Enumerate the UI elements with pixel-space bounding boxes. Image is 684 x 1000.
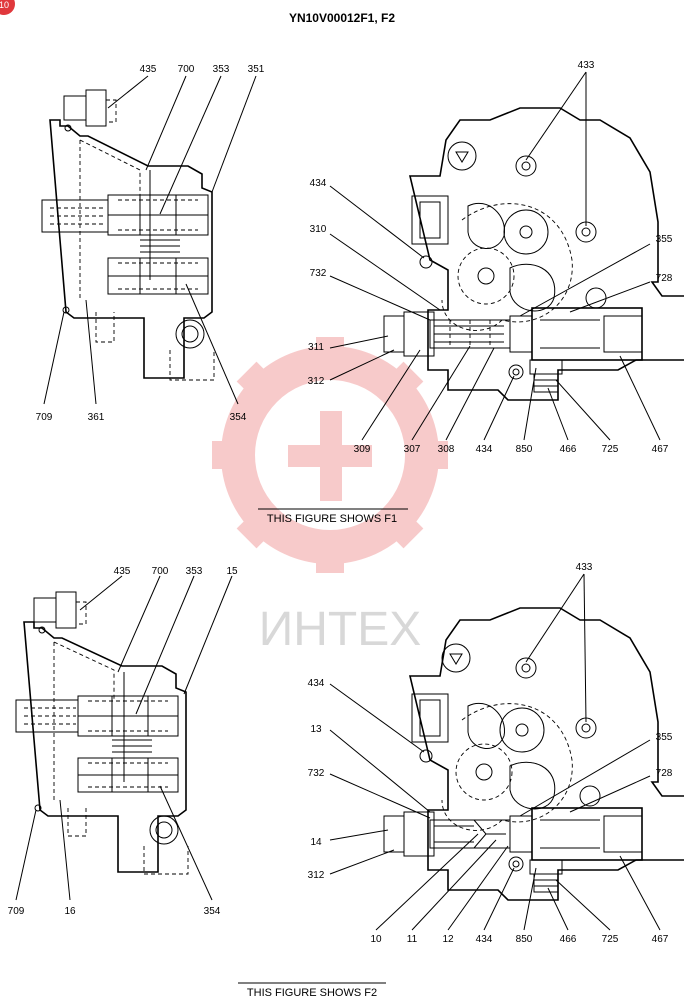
corner-mark-text: 10 bbox=[0, 0, 9, 10]
callout-725: 725 bbox=[602, 444, 619, 455]
callout-732-f2: 732 bbox=[308, 768, 325, 779]
figure1-side-labels: 435 700 353 351 709 361 354 bbox=[36, 64, 265, 423]
callout-728: 728 bbox=[656, 273, 673, 284]
callout-434-upper: 434 bbox=[310, 178, 327, 189]
callout-434-upper-f2: 434 bbox=[308, 678, 325, 689]
callout-11: 11 bbox=[407, 934, 418, 945]
callout-12: 12 bbox=[442, 934, 454, 945]
callout-435-f2: 435 bbox=[114, 566, 131, 577]
callout-700-f2: 700 bbox=[152, 566, 169, 577]
callout-14: 14 bbox=[310, 837, 322, 848]
figure2-side-leaders bbox=[15, 575, 233, 901]
figure1-side-leaders bbox=[43, 75, 257, 405]
callout-13: 13 bbox=[310, 724, 322, 735]
figure2-front-labels: 433 434 13 355 732 728 14 312 10 11 12 4… bbox=[308, 562, 673, 945]
callout-312-f2: 312 bbox=[308, 870, 325, 881]
figure1-front-labels: 433 434 310 355 732 728 311 312 309 307 … bbox=[308, 60, 673, 455]
callout-434-lower: 434 bbox=[476, 444, 493, 455]
callout-466-f2: 466 bbox=[560, 934, 577, 945]
figure2-side-view bbox=[15, 591, 189, 875]
callout-467: 467 bbox=[652, 444, 669, 455]
callout-15: 15 bbox=[226, 566, 238, 577]
figure2-side-labels: 435 700 353 15 709 16 354 bbox=[8, 566, 238, 917]
callout-433-f2: 433 bbox=[576, 562, 593, 573]
callout-10: 10 bbox=[370, 934, 382, 945]
figure1-front-leaders bbox=[329, 71, 661, 441]
callout-728-f2: 728 bbox=[656, 768, 673, 779]
figure1-front-view bbox=[383, 107, 684, 401]
callout-353: 353 bbox=[213, 64, 230, 75]
callout-434-lower-f2: 434 bbox=[476, 934, 493, 945]
corner-mark: 10 bbox=[0, 0, 15, 15]
callout-16: 16 bbox=[64, 906, 76, 917]
watermark-text: ИНТЕХ bbox=[259, 603, 422, 656]
callout-354-f2: 354 bbox=[204, 906, 221, 917]
callout-354: 354 bbox=[230, 412, 247, 423]
callout-355: 355 bbox=[656, 234, 673, 245]
callout-467-f2: 467 bbox=[652, 934, 669, 945]
callout-435: 435 bbox=[140, 64, 157, 75]
callout-353-f2: 353 bbox=[186, 566, 203, 577]
callout-351: 351 bbox=[248, 64, 265, 75]
figure2-front-view bbox=[383, 607, 684, 901]
callout-312: 312 bbox=[308, 376, 325, 387]
callout-433: 433 bbox=[578, 60, 595, 71]
callout-311: 311 bbox=[308, 342, 324, 353]
callout-309: 309 bbox=[354, 444, 371, 455]
callout-732: 732 bbox=[310, 268, 327, 279]
callout-361: 361 bbox=[88, 412, 105, 423]
figure2-caption: THIS FIGURE SHOWS F2 bbox=[247, 987, 377, 999]
callout-310: 310 bbox=[310, 224, 327, 235]
figure1-side-view bbox=[41, 89, 215, 381]
callout-725-f2: 725 bbox=[602, 934, 619, 945]
figure2-front-leaders bbox=[329, 573, 661, 931]
callout-709-f2: 709 bbox=[8, 906, 25, 917]
callout-355-f2: 355 bbox=[656, 732, 673, 743]
page-title: YN10V00012F1, F2 bbox=[289, 11, 395, 25]
figure1-caption: THIS FIGURE SHOWS F1 bbox=[267, 513, 397, 525]
callout-307: 307 bbox=[404, 444, 421, 455]
callout-850-f2: 850 bbox=[516, 934, 533, 945]
callout-466: 466 bbox=[560, 444, 577, 455]
callout-308: 308 bbox=[438, 444, 455, 455]
callout-700: 700 bbox=[178, 64, 195, 75]
watermark-gear-icon bbox=[212, 337, 448, 573]
callout-709: 709 bbox=[36, 412, 53, 423]
callout-850: 850 bbox=[516, 444, 533, 455]
